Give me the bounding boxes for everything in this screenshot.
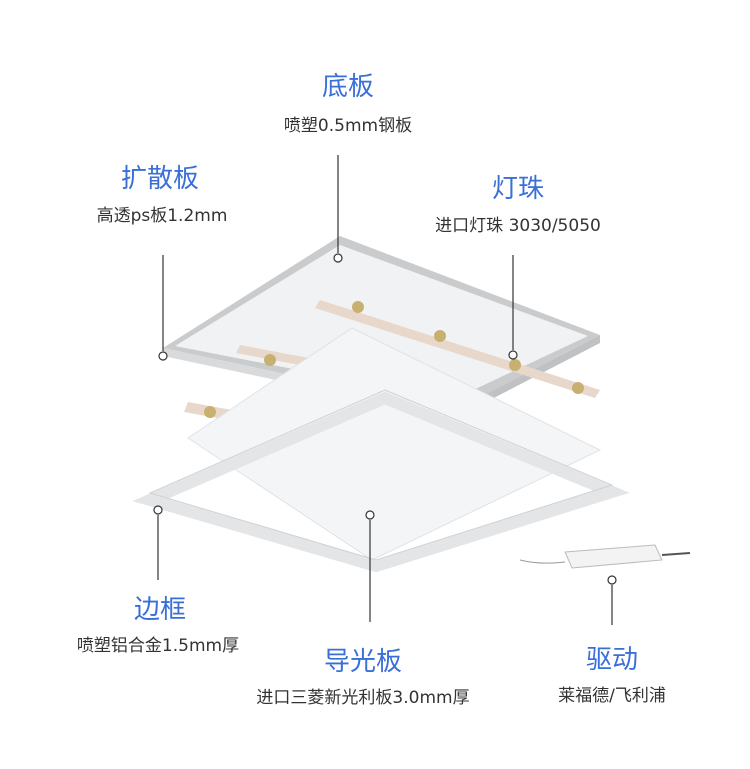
light-guide-title: 导光板 [323,647,403,677]
frame-drawing [132,389,630,573]
driver-drawing [519,544,691,569]
leader-lines [153,155,617,625]
driver-desc: 莱福德/飞利浦 [558,686,666,706]
frame-desc: 喷塑铝合金1.5mm厚 [76,636,240,656]
led-beads-desc: 进口灯珠 3030/5050 [435,216,601,236]
base-plate-desc: 喷塑0.5mm钢板 [283,116,413,136]
frame-title: 边框 [133,595,187,625]
base-plate-title: 底板 [321,72,375,102]
diffuser-desc: 高透ps板1.2mm [96,206,228,226]
light-guide-desc: 进口三菱新光利板3.0mm厚 [256,688,470,708]
driver-title: 驱动 [585,645,639,675]
diffuser-title: 扩散板 [120,164,200,194]
led-beads-title: 灯珠 [491,174,545,204]
